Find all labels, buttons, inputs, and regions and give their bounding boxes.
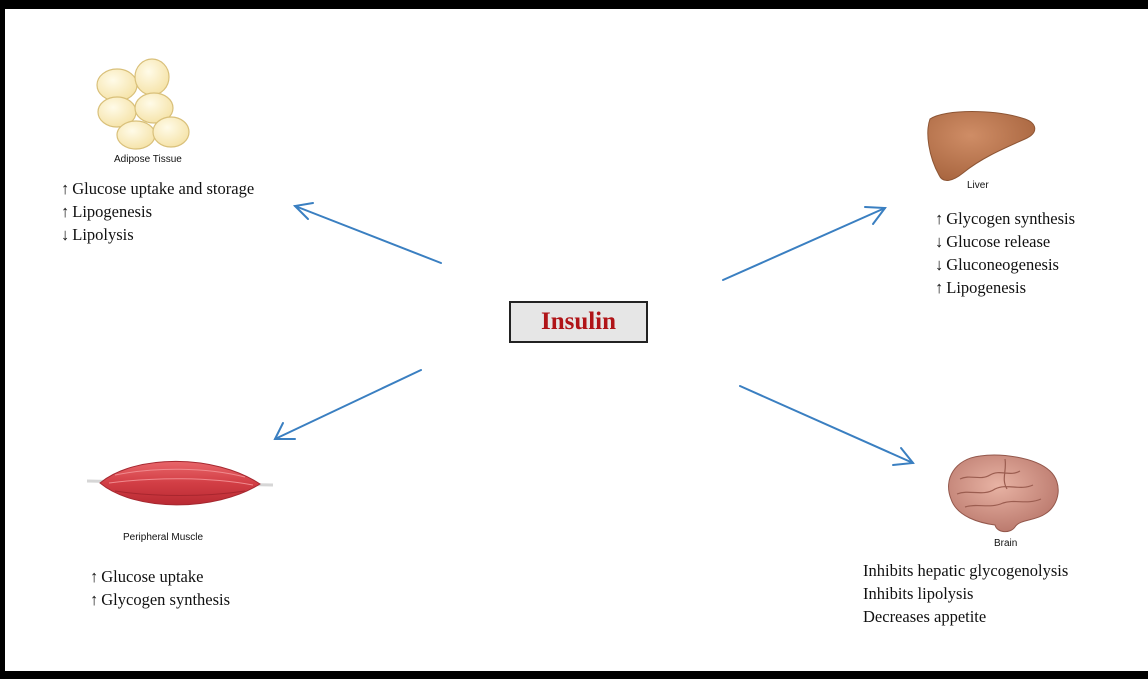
arrows	[273, 202, 915, 466]
up-arrow-icon: ↑	[935, 209, 944, 228]
effect-item: ↑Glucose uptake and storage	[61, 177, 254, 200]
effect-text: Inhibits hepatic glycogenolysis	[863, 561, 1069, 580]
adipose-tissue-label: Adipose Tissue	[114, 154, 182, 165]
effect-text: Lipogenesis	[946, 278, 1026, 297]
effect-text: Glycogen synthesis	[946, 209, 1076, 228]
insulin-box: Insulin	[509, 301, 648, 343]
arrow-to-adipose	[292, 202, 442, 264]
effect-item: ↓Gluconeogenesis	[935, 253, 1075, 276]
arrow-to-muscle	[273, 369, 422, 440]
effect-text: Decreases appetite	[863, 607, 987, 626]
liver-icon	[927, 111, 1036, 181]
effect-item: ↑Glycogen synthesis	[90, 588, 230, 611]
effect-text: Glucose release	[946, 232, 1051, 251]
effect-text: Lipogenesis	[72, 202, 152, 221]
down-arrow-icon: ↓	[935, 255, 944, 274]
effect-text: Glucose uptake	[101, 567, 204, 586]
brain-icon	[948, 454, 1059, 533]
diagram-canvas: Insulin Adipose Tissue ↑Glucose uptake a…	[5, 9, 1148, 671]
effect-item: ↓Lipolysis	[61, 223, 254, 246]
peripheral-muscle-label: Peripheral Muscle	[123, 532, 204, 543]
adipose-effects-list: ↑Glucose uptake and storage↑Lipogenesis↓…	[61, 177, 254, 246]
effect-item: ↑Lipogenesis	[935, 276, 1075, 299]
up-arrow-icon: ↑	[90, 567, 99, 586]
effect-text: Inhibits lipolysis	[863, 584, 974, 603]
effect-item: Inhibits lipolysis	[863, 582, 1068, 605]
effect-text: Glycogen synthesis	[101, 590, 231, 609]
up-arrow-icon: ↑	[90, 590, 99, 609]
diagram-graphics	[86, 58, 1059, 533]
effect-item: Decreases appetite	[863, 605, 1068, 628]
brain-label: Brain	[994, 538, 1018, 549]
effect-item: ↑Glycogen synthesis	[935, 207, 1075, 230]
adipose-tissue-icon	[96, 58, 190, 150]
up-arrow-icon: ↑	[61, 202, 70, 221]
insulin-label: Insulin	[540, 308, 617, 335]
up-arrow-icon: ↑	[935, 278, 944, 297]
down-arrow-icon: ↓	[61, 225, 70, 244]
arrow-to-brain	[739, 385, 915, 466]
up-arrow-icon: ↑	[61, 179, 70, 198]
effect-text: Gluconeogenesis	[946, 255, 1059, 274]
peripheral-muscle-icon	[86, 460, 274, 506]
liver-effects-list: ↑Glycogen synthesis↓Glucose release↓Gluc…	[935, 207, 1075, 299]
muscle-effects-list: ↑Glucose uptake↑Glycogen synthesis	[90, 565, 230, 611]
effect-item: ↑Lipogenesis	[61, 200, 254, 223]
down-arrow-icon: ↓	[935, 232, 944, 251]
liver-label: Liver	[967, 180, 989, 191]
effect-item: Inhibits hepatic glycogenolysis	[863, 559, 1068, 582]
arrow-to-liver	[722, 206, 887, 281]
effect-item: ↓Glucose release	[935, 230, 1075, 253]
effect-text: Glucose uptake and storage	[72, 179, 255, 198]
effect-text: Lipolysis	[72, 225, 134, 244]
effect-item: ↑Glucose uptake	[90, 565, 230, 588]
